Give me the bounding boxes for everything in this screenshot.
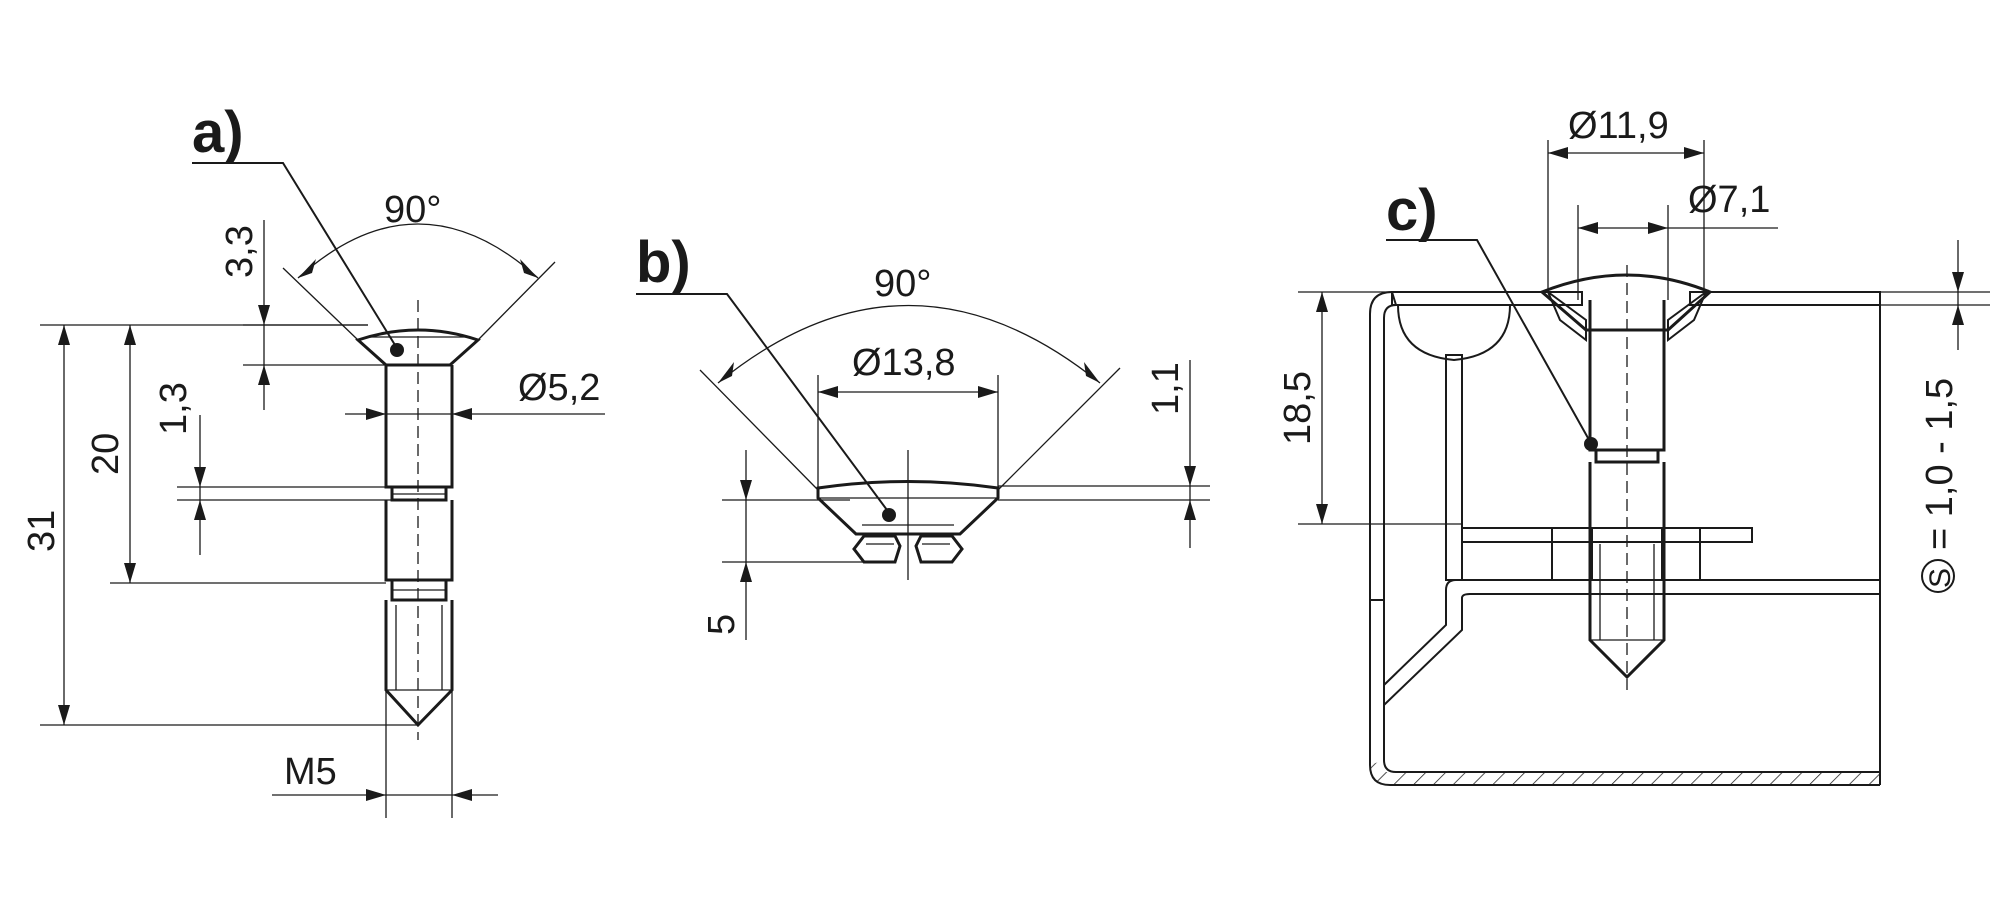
view-c-label: c)	[1386, 178, 1438, 243]
view-b-dim-thickness: 1,1	[1145, 362, 1187, 415]
dim-a-thread: M5	[272, 690, 498, 818]
view-b-dim-diameter: Ø13,8	[852, 342, 956, 384]
view-a-leader	[192, 162, 396, 346]
view-a-dim-31: 31	[21, 510, 63, 552]
view-a-dim-diameter: Ø5,2	[518, 367, 600, 409]
dim-c-depth: 18,5	[1277, 291, 1462, 525]
angle-a: 90°	[282, 189, 556, 341]
screw-a	[355, 300, 481, 740]
angle-b: 90°	[699, 263, 1121, 491]
view-a-dim-head: 3,3	[219, 225, 261, 278]
dim-a-diameter: Ø5,2	[345, 367, 605, 420]
dim-a-31: 31	[21, 324, 418, 726]
view-c-dim-depth: 18,5	[1277, 371, 1319, 445]
view-a-label: a)	[192, 100, 244, 165]
view-c-dim-inner: Ø7,1	[1688, 179, 1770, 221]
view-a-dim-thread: M5	[284, 751, 337, 793]
dim-c-inner: Ø7,1	[1577, 179, 1778, 300]
view-c: c)	[1277, 105, 1990, 786]
dim-a-groove: 1,3	[153, 382, 392, 555]
view-b-angle: 90°	[874, 263, 931, 305]
dim-c-sheet: S = 1,0 - 1,5	[1880, 240, 1990, 593]
dim-b-diameter: Ø13,8	[817, 342, 999, 488]
view-a-angle: 90°	[384, 189, 441, 231]
screw-c	[1539, 265, 1713, 690]
dim-a-head: 3,3	[219, 220, 386, 410]
view-a: a)	[21, 100, 605, 818]
view-a-dim-20: 20	[85, 433, 127, 475]
dim-b-thickness: 1,1	[998, 360, 1210, 548]
view-c-dim-sheet: = 1,0 - 1,5	[1919, 378, 1961, 550]
washer-b	[816, 450, 1000, 580]
view-a-dim-groove: 1,3	[153, 382, 195, 435]
view-b-leader	[636, 293, 888, 511]
sheet-symbol-circle	[1921, 559, 1955, 593]
dim-c-outer: Ø11,9	[1547, 105, 1705, 292]
view-b: b) 90° Ø1	[636, 230, 1210, 640]
sheet-metal-frame	[1369, 290, 1881, 786]
view-c-leader	[1386, 239, 1589, 439]
view-b-leader-dot	[882, 508, 896, 522]
view-c-sheet-symbol: S	[1924, 568, 1957, 588]
view-b-dim-height: 5	[701, 614, 743, 635]
view-c-dim-outer: Ø11,9	[1568, 105, 1669, 147]
dim-a-20: 20	[85, 324, 386, 584]
dim-b-height: 5	[701, 450, 864, 640]
view-b-label: b)	[636, 230, 691, 295]
view-a-leader-dot	[390, 343, 404, 357]
